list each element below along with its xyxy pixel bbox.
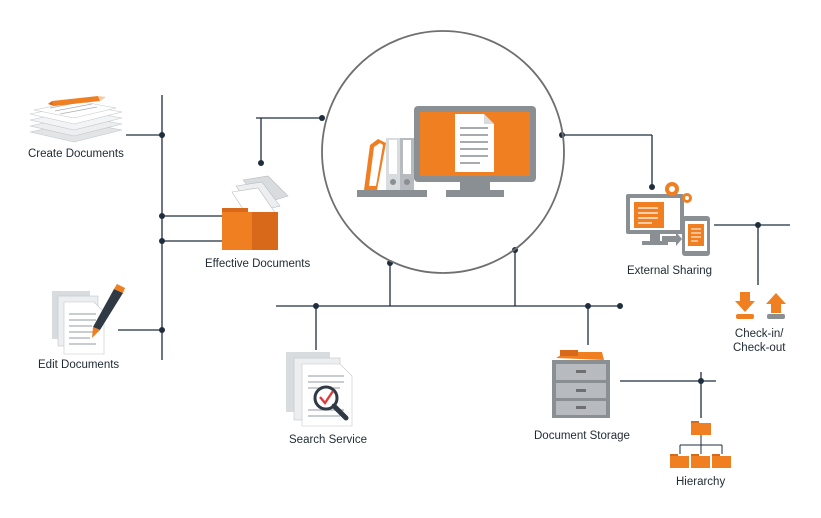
check-in-out-label: Check-in/ Check-out [733,327,785,355]
check-out-line: Check-out [733,342,786,354]
central-circle [321,30,565,274]
file-cabinet-icon [552,350,610,418]
monitor-document-icon [414,106,536,197]
upload-icon [766,293,786,319]
search-document-icon [286,352,353,427]
edit-documents-label: Edit Documents [38,359,120,371]
check-in-line: Check-in/ [734,328,784,340]
hierarchy-label: Hierarchy [676,476,726,488]
folder-documents-icon [222,175,289,250]
external-sharing-label: External Sharing [627,265,713,277]
connector-lines [118,95,790,418]
hierarchy-folders-icon [670,421,731,468]
edit-document-pen-icon [52,284,125,355]
gears-monitor-icon [626,182,710,256]
create-documents-label: Create Documents [28,148,124,160]
download-icon [735,292,755,319]
pencil-paper-stack-icon [29,96,123,143]
junction-dots [159,115,761,384]
document-storage-label: Document Storage [534,430,630,442]
effective-documents-label: Effective Documents [205,258,311,270]
search-service-label: Search Service [289,434,367,446]
binders-icon [357,138,427,197]
